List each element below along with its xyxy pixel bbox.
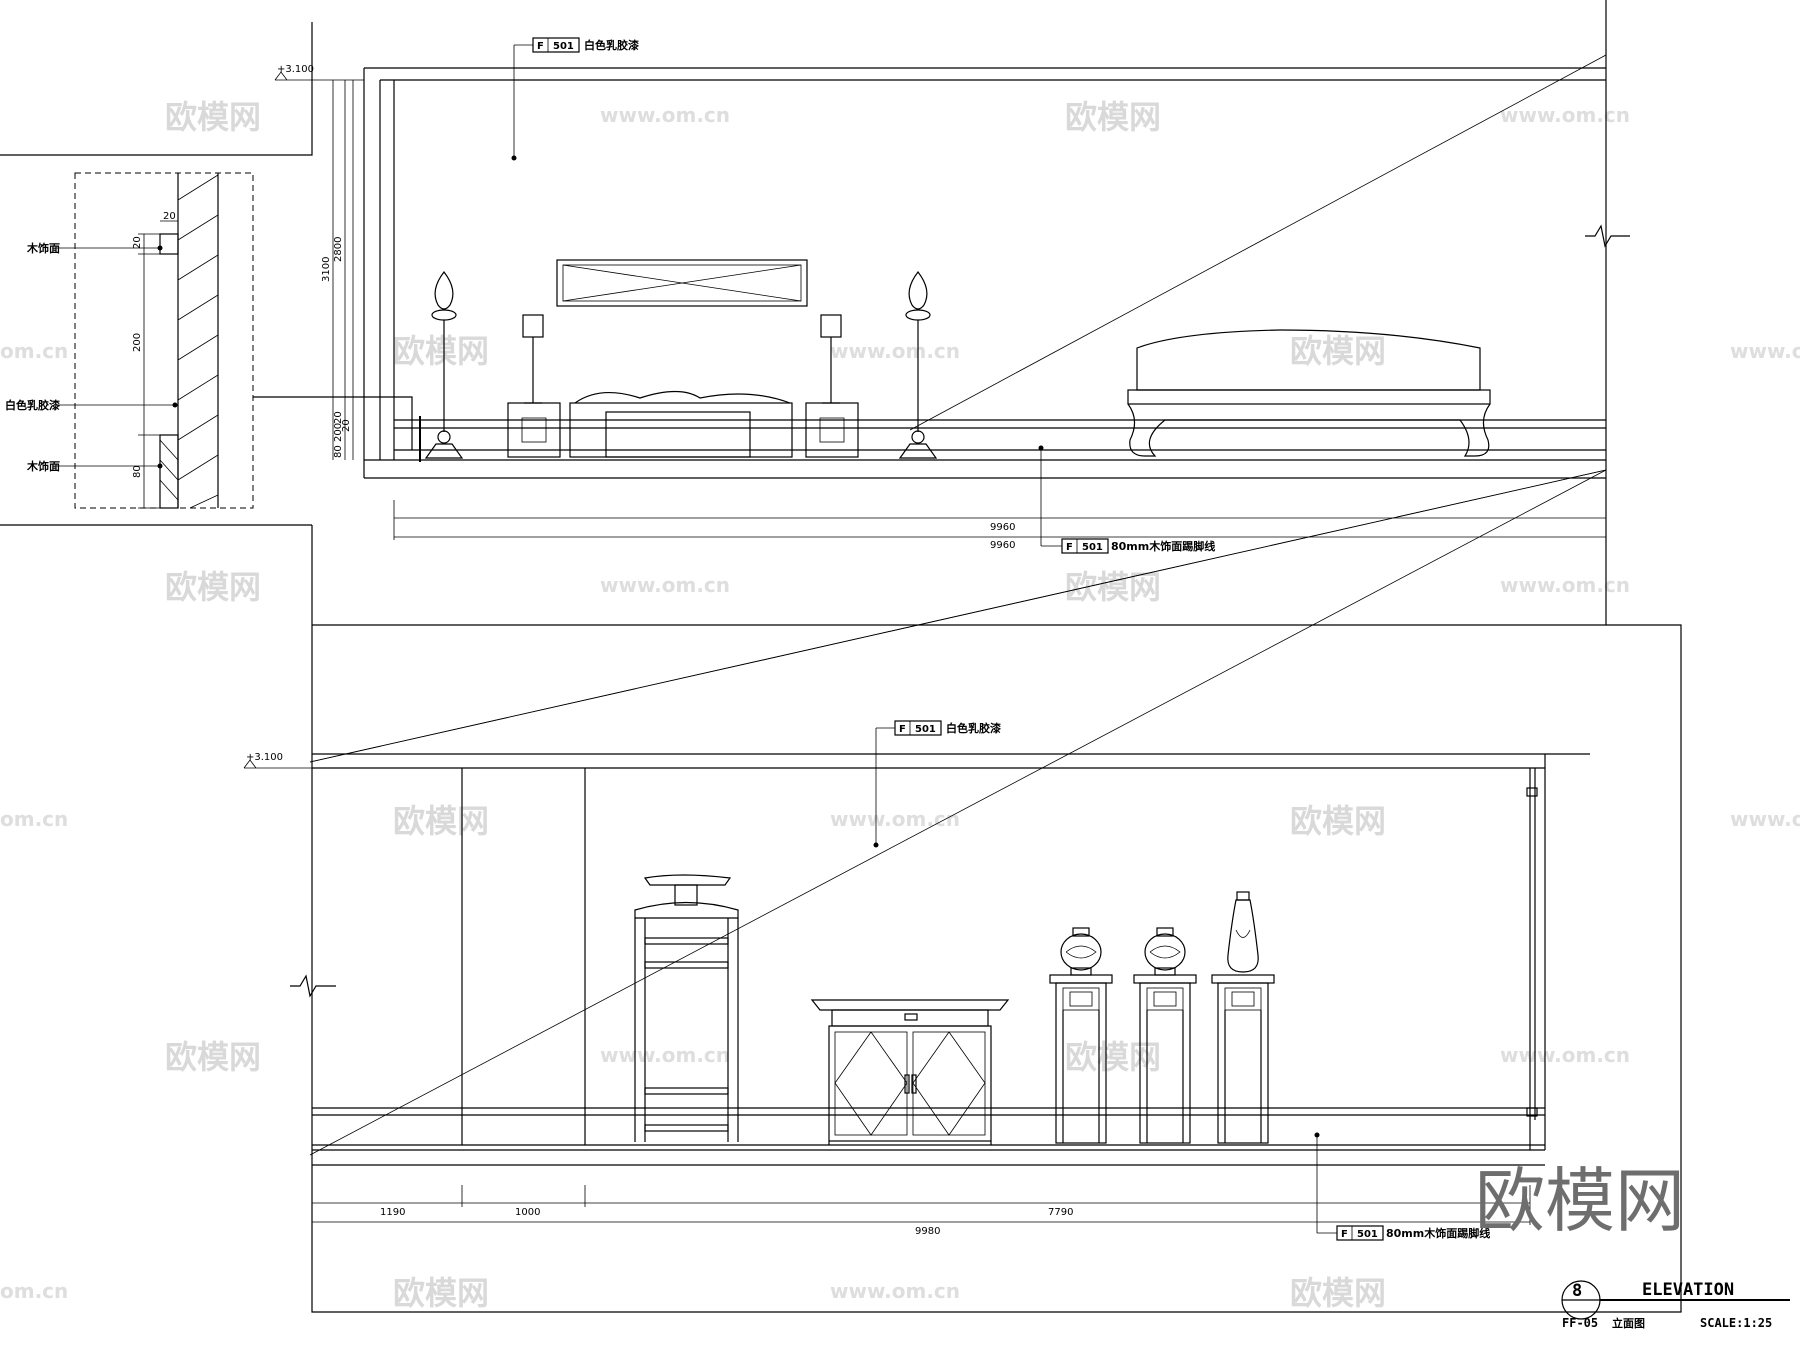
watermark-url: www.om.cn (600, 573, 730, 597)
watermark-url: om.cn (0, 1279, 68, 1303)
detail-dim-200: 200 (132, 333, 143, 352)
label-wood-veneer-bottom: 木饰面 (26, 459, 60, 473)
watermark-url: www.om.cn (830, 339, 960, 363)
level-mark-lower: +3.100 (246, 752, 283, 763)
watermark-brand: 欧模网 (393, 1274, 489, 1312)
bed (569, 390, 793, 458)
watermark-brand: 欧模网 (1065, 568, 1161, 606)
detail-callout-line (253, 396, 413, 450)
wall-hatch (177, 174, 219, 509)
sheet-number: FF-05 (1562, 1316, 1598, 1330)
dim-height-2800: 2800 (333, 237, 344, 262)
watermark-brand: 欧模网 (1065, 1038, 1161, 1076)
upper-frame-left (0, 22, 313, 156)
tag-number: 501 (1357, 1229, 1378, 1240)
nightstand-right (805, 314, 859, 458)
tag-code: F (1066, 542, 1073, 553)
label-white-latex-lower: 白色乳胶漆 (946, 721, 1001, 735)
watermark-brand: 欧模网 (1065, 98, 1161, 136)
detail-boundary (74, 172, 254, 509)
dim-width-9960: 9960 (990, 522, 1015, 533)
watermark-url: www.om.cn (1500, 103, 1630, 127)
watermark-url: www.om.cn (830, 1279, 960, 1303)
watermark-brand: 欧模网 (165, 1038, 261, 1076)
tag-number: 501 (1082, 542, 1103, 553)
dim-lower-7790: 7790 (1048, 1207, 1073, 1218)
tag-box-lower-skirting (1336, 1225, 1384, 1241)
watermark-url: www.om.cn (1500, 1043, 1630, 1067)
watermark-url: www.om.cn (1500, 573, 1630, 597)
dim-height-200: 200 (333, 423, 344, 442)
watermark-brand: 欧模网 (1290, 1274, 1386, 1312)
dim-lower-9980: 9980 (915, 1226, 940, 1237)
tag-code: F (1341, 1229, 1348, 1240)
section-detail: 20 20 200 80 木饰面 白色乳胶漆 木饰面 (5, 172, 413, 509)
break-mark (290, 974, 336, 998)
valet-stand (634, 874, 739, 1142)
tag-number: 501 (553, 41, 574, 52)
pedestal-2 (1133, 927, 1197, 1144)
label-wood-skirting-lower: 80mm木饰面踢脚线 (1386, 1226, 1490, 1240)
floor-lamp-right (898, 271, 938, 459)
dim-height-3100: 3100 (321, 257, 332, 282)
tag-number: 501 (915, 724, 936, 735)
watermark-url: www.om.cn (600, 1043, 730, 1067)
upper-elevation: +3.100 3100 2800 20 200 20 80 9960 9960 … (274, 37, 1607, 763)
watermark-url: www.om.cn (600, 103, 730, 127)
title-block: 8 FF-05 ELEVATION 立面图 SCALE:1:25 (1561, 1280, 1790, 1330)
watermark-url: www.om.cn (830, 807, 960, 831)
watermark-brand: 欧模网 (393, 802, 489, 840)
detail-dim-80: 80 (132, 465, 143, 478)
wall-painting (556, 259, 808, 307)
label-wood-veneer-top: 木饰面 (26, 241, 60, 255)
brand-watermark-large: 欧模网 (1475, 1160, 1685, 1242)
watermark-url: www.om.cn (1730, 339, 1800, 363)
dim-height-20b: 20 (333, 411, 344, 424)
top-wood-trim (159, 233, 179, 255)
dim-lower-1190: 1190 (380, 1207, 405, 1218)
pedestal-1 (1049, 927, 1113, 1144)
drawing-title-cn: 立面图 (1612, 1316, 1645, 1330)
dim-height-20: 20 (341, 419, 352, 432)
tag-code: F (537, 41, 544, 52)
drawing-number: 8 (1572, 1281, 1582, 1301)
wood-skirting (159, 434, 179, 509)
dim-width-9960b: 9960 (990, 540, 1015, 551)
tag-box-lower-ceiling (894, 720, 942, 736)
label-white-latex-detail: 白色乳胶漆 (5, 398, 60, 412)
pedestal-3 (1211, 891, 1275, 1144)
watermark-brand: 欧模网 (1290, 802, 1386, 840)
watermark-brand: 欧模网 (165, 98, 261, 136)
floor-lamp-left (424, 271, 464, 459)
dim-height-80: 80 (333, 445, 344, 458)
nightstand-left (507, 314, 561, 458)
detail-dim-20: 20 (132, 236, 143, 249)
lower-frame (311, 624, 1682, 1313)
watermark-layer: 欧模网 www.om.cn 欧模网 www.om.cn om.cn 欧模网 ww… (0, 98, 1800, 1312)
watermark-brand: 欧模网 (1290, 332, 1386, 370)
level-mark-upper: +3.100 (277, 64, 314, 75)
cabinet (810, 999, 1010, 1145)
drawing-title-en: ELEVATION (1642, 1280, 1734, 1300)
watermark-url: www.om.cn (1730, 807, 1800, 831)
tag-code: F (899, 724, 906, 735)
watermark-brand: 欧模网 (393, 332, 489, 370)
watermark-url: om.cn (0, 807, 68, 831)
tag-box-upper-ceiling (532, 37, 580, 53)
drawing-scale: SCALE:1:25 (1700, 1316, 1772, 1330)
label-wood-skirting-upper: 80mm木饰面踢脚线 (1111, 539, 1215, 553)
watermark-brand: 欧模网 (165, 568, 261, 606)
dim-lower-1000: 1000 (515, 1207, 540, 1218)
tag-box-upper-skirting (1061, 538, 1109, 554)
label-white-latex-upper: 白色乳胶漆 (584, 38, 639, 52)
lower-elevation: +3.100 F 501 白色乳胶漆 F 501 80mm木饰面踢脚线 1190… (243, 469, 1607, 1241)
break-mark (1585, 224, 1630, 248)
sofa-bench (1127, 329, 1491, 457)
detail-dim-20-top: 20 (163, 211, 176, 222)
watermark-url: om.cn (0, 339, 68, 363)
